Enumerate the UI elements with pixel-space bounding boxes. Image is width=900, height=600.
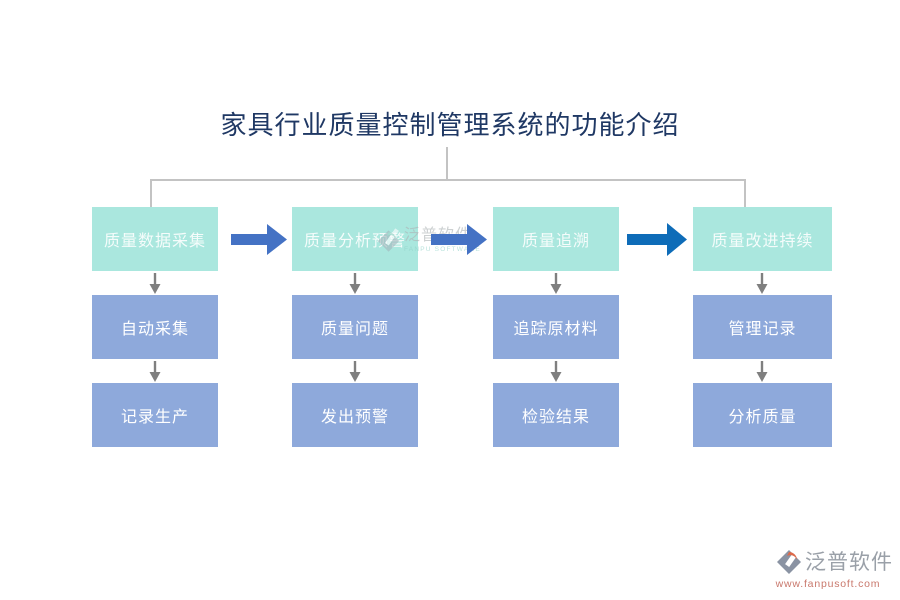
header-box-quality-data-collection: 质量数据采集: [92, 207, 218, 271]
step-box: 分析质量: [693, 383, 832, 447]
down-arrow-icon: [550, 273, 562, 294]
step-box: 追踪原材料: [493, 295, 619, 359]
header-box-quality-improvement: 质量改进持续: [693, 207, 832, 271]
down-arrow-icon: [756, 273, 768, 294]
down-arrow-icon: [550, 361, 562, 382]
down-arrow-icon: [349, 361, 361, 382]
step-box: 发出预警: [292, 383, 418, 447]
connector-horizontal: [150, 179, 746, 181]
flow-arrow-icon: [431, 224, 487, 255]
connector-right-drop: [744, 179, 746, 207]
step-box: 自动采集: [92, 295, 218, 359]
step-box: 管理记录: [693, 295, 832, 359]
down-arrow-icon: [149, 361, 161, 382]
footer-url-text: www.fanpusoft.com: [775, 577, 881, 590]
down-arrow-icon: [756, 361, 768, 382]
footer-watermark: 泛普软件 www.fanpusoft.com: [763, 548, 893, 590]
down-arrow-icon: [349, 273, 361, 294]
flow-arrow-dark-icon: [627, 223, 687, 256]
footer-brand-text: 泛普软件: [805, 550, 893, 574]
flow-arrow-icon: [231, 224, 287, 255]
down-arrow-icon: [149, 273, 161, 294]
header-box-quality-analysis-warning: 质量分析预警: [292, 207, 418, 271]
header-box-quality-traceability: 质量追溯: [493, 207, 619, 271]
step-box: 检验结果: [493, 383, 619, 447]
fanpu-logo-icon: [777, 548, 801, 574]
connector-left-drop: [150, 179, 152, 207]
step-box: 记录生产: [92, 383, 218, 447]
step-box: 质量问题: [292, 295, 418, 359]
page-title: 家具行业质量控制管理系统的功能介绍: [220, 111, 680, 141]
connector-title-stem: [446, 147, 448, 179]
